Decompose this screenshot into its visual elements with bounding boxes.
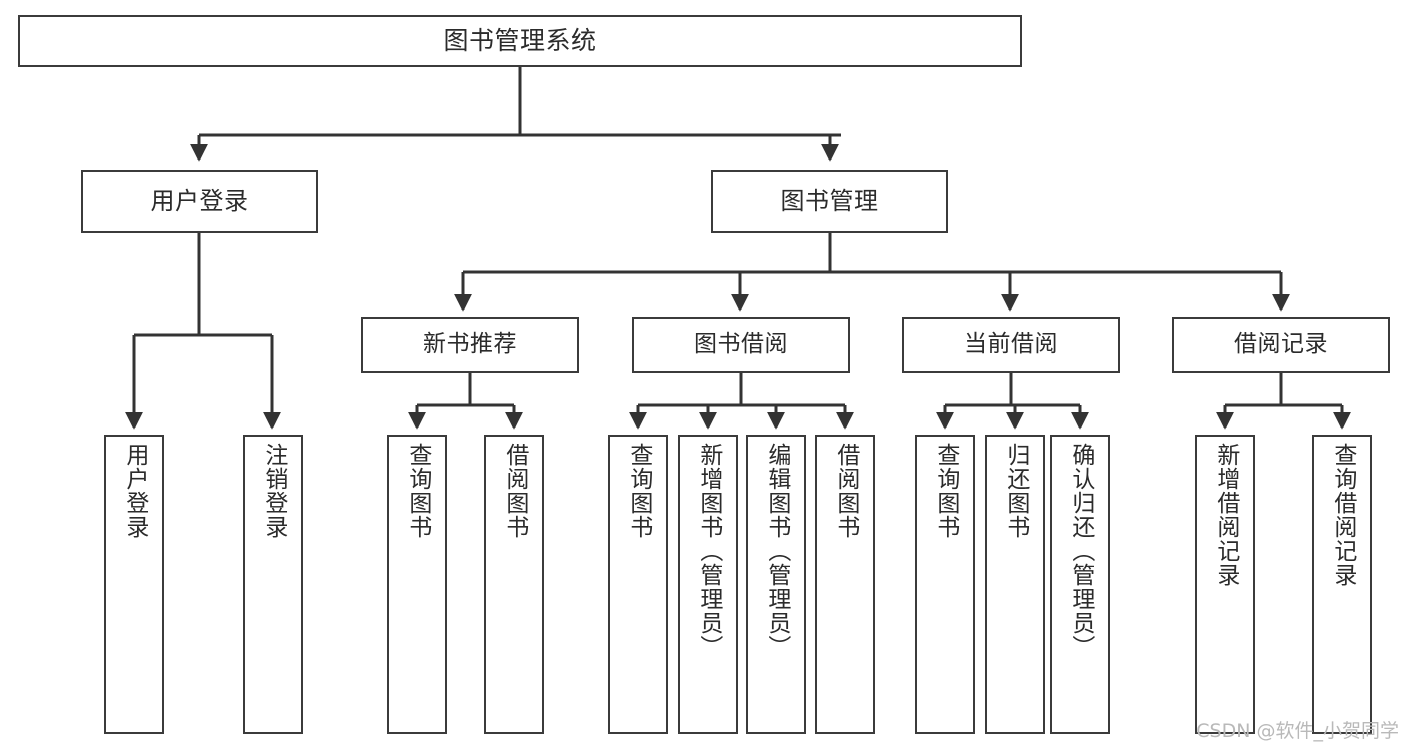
node-current-borrow-label: 当前借阅 <box>964 331 1058 358</box>
leaf-add-borrow-record[interactable]: 新增借阅记录 <box>1195 435 1255 734</box>
leaf-query-borrow-record[interactable]: 查询借阅记录 <box>1312 435 1372 734</box>
leaf-borrow-book-recommend-label: 借阅图书 <box>501 443 528 539</box>
leaf-add-borrow-record-label: 新增借阅记录 <box>1212 443 1239 587</box>
leaf-logout-label: 注销登录 <box>260 443 287 539</box>
node-borrow-record[interactable]: 借阅记录 <box>1172 317 1390 373</box>
leaf-add-book-admin-label: 新增图书（管理员） <box>695 443 722 659</box>
leaf-logout[interactable]: 注销登录 <box>243 435 303 734</box>
leaf-query-book-current[interactable]: 查询图书 <box>915 435 975 734</box>
leaf-query-book-borrow[interactable]: 查询图书 <box>608 435 668 734</box>
leaf-query-book-borrow-label: 查询图书 <box>625 443 652 539</box>
node-user-login-label: 用户登录 <box>150 187 249 216</box>
leaf-query-book-recommend[interactable]: 查询图书 <box>387 435 447 734</box>
leaf-return-book[interactable]: 归还图书 <box>985 435 1045 734</box>
leaf-query-book-current-label: 查询图书 <box>932 443 959 539</box>
leaf-return-book-label: 归还图书 <box>1002 443 1029 539</box>
csdn-watermark: CSDN @软件_小贺同学 <box>1196 720 1399 742</box>
node-book-management-label: 图书管理 <box>780 187 879 216</box>
node-book-borrow-label: 图书借阅 <box>694 331 788 358</box>
node-current-borrow[interactable]: 当前借阅 <box>902 317 1120 373</box>
node-book-borrow[interactable]: 图书借阅 <box>632 317 850 373</box>
node-root-label: 图书管理系统 <box>443 26 597 56</box>
node-book-management[interactable]: 图书管理 <box>711 170 948 233</box>
leaf-user-login-label: 用户登录 <box>121 443 148 539</box>
node-user-login[interactable]: 用户登录 <box>81 170 318 233</box>
node-new-book-recommend[interactable]: 新书推荐 <box>361 317 579 373</box>
leaf-borrow-book-recommend[interactable]: 借阅图书 <box>484 435 544 734</box>
node-borrow-record-label: 借阅记录 <box>1234 331 1328 358</box>
node-new-book-recommend-label: 新书推荐 <box>423 331 517 358</box>
leaf-add-book-admin[interactable]: 新增图书（管理员） <box>678 435 738 734</box>
node-root[interactable]: 图书管理系统 <box>18 15 1022 67</box>
leaf-query-book-recommend-label: 查询图书 <box>404 443 431 539</box>
leaf-borrow-book-label: 借阅图书 <box>832 443 859 539</box>
leaf-edit-book-admin[interactable]: 编辑图书（管理员） <box>746 435 806 734</box>
leaf-borrow-book[interactable]: 借阅图书 <box>815 435 875 734</box>
leaf-user-login[interactable]: 用户登录 <box>104 435 164 734</box>
leaf-edit-book-admin-label: 编辑图书（管理员） <box>763 443 790 659</box>
leaf-confirm-return-admin[interactable]: 确认归还（管理员） <box>1050 435 1110 734</box>
leaf-confirm-return-admin-label: 确认归还（管理员） <box>1067 443 1094 659</box>
leaf-query-borrow-record-label: 查询借阅记录 <box>1329 443 1356 587</box>
